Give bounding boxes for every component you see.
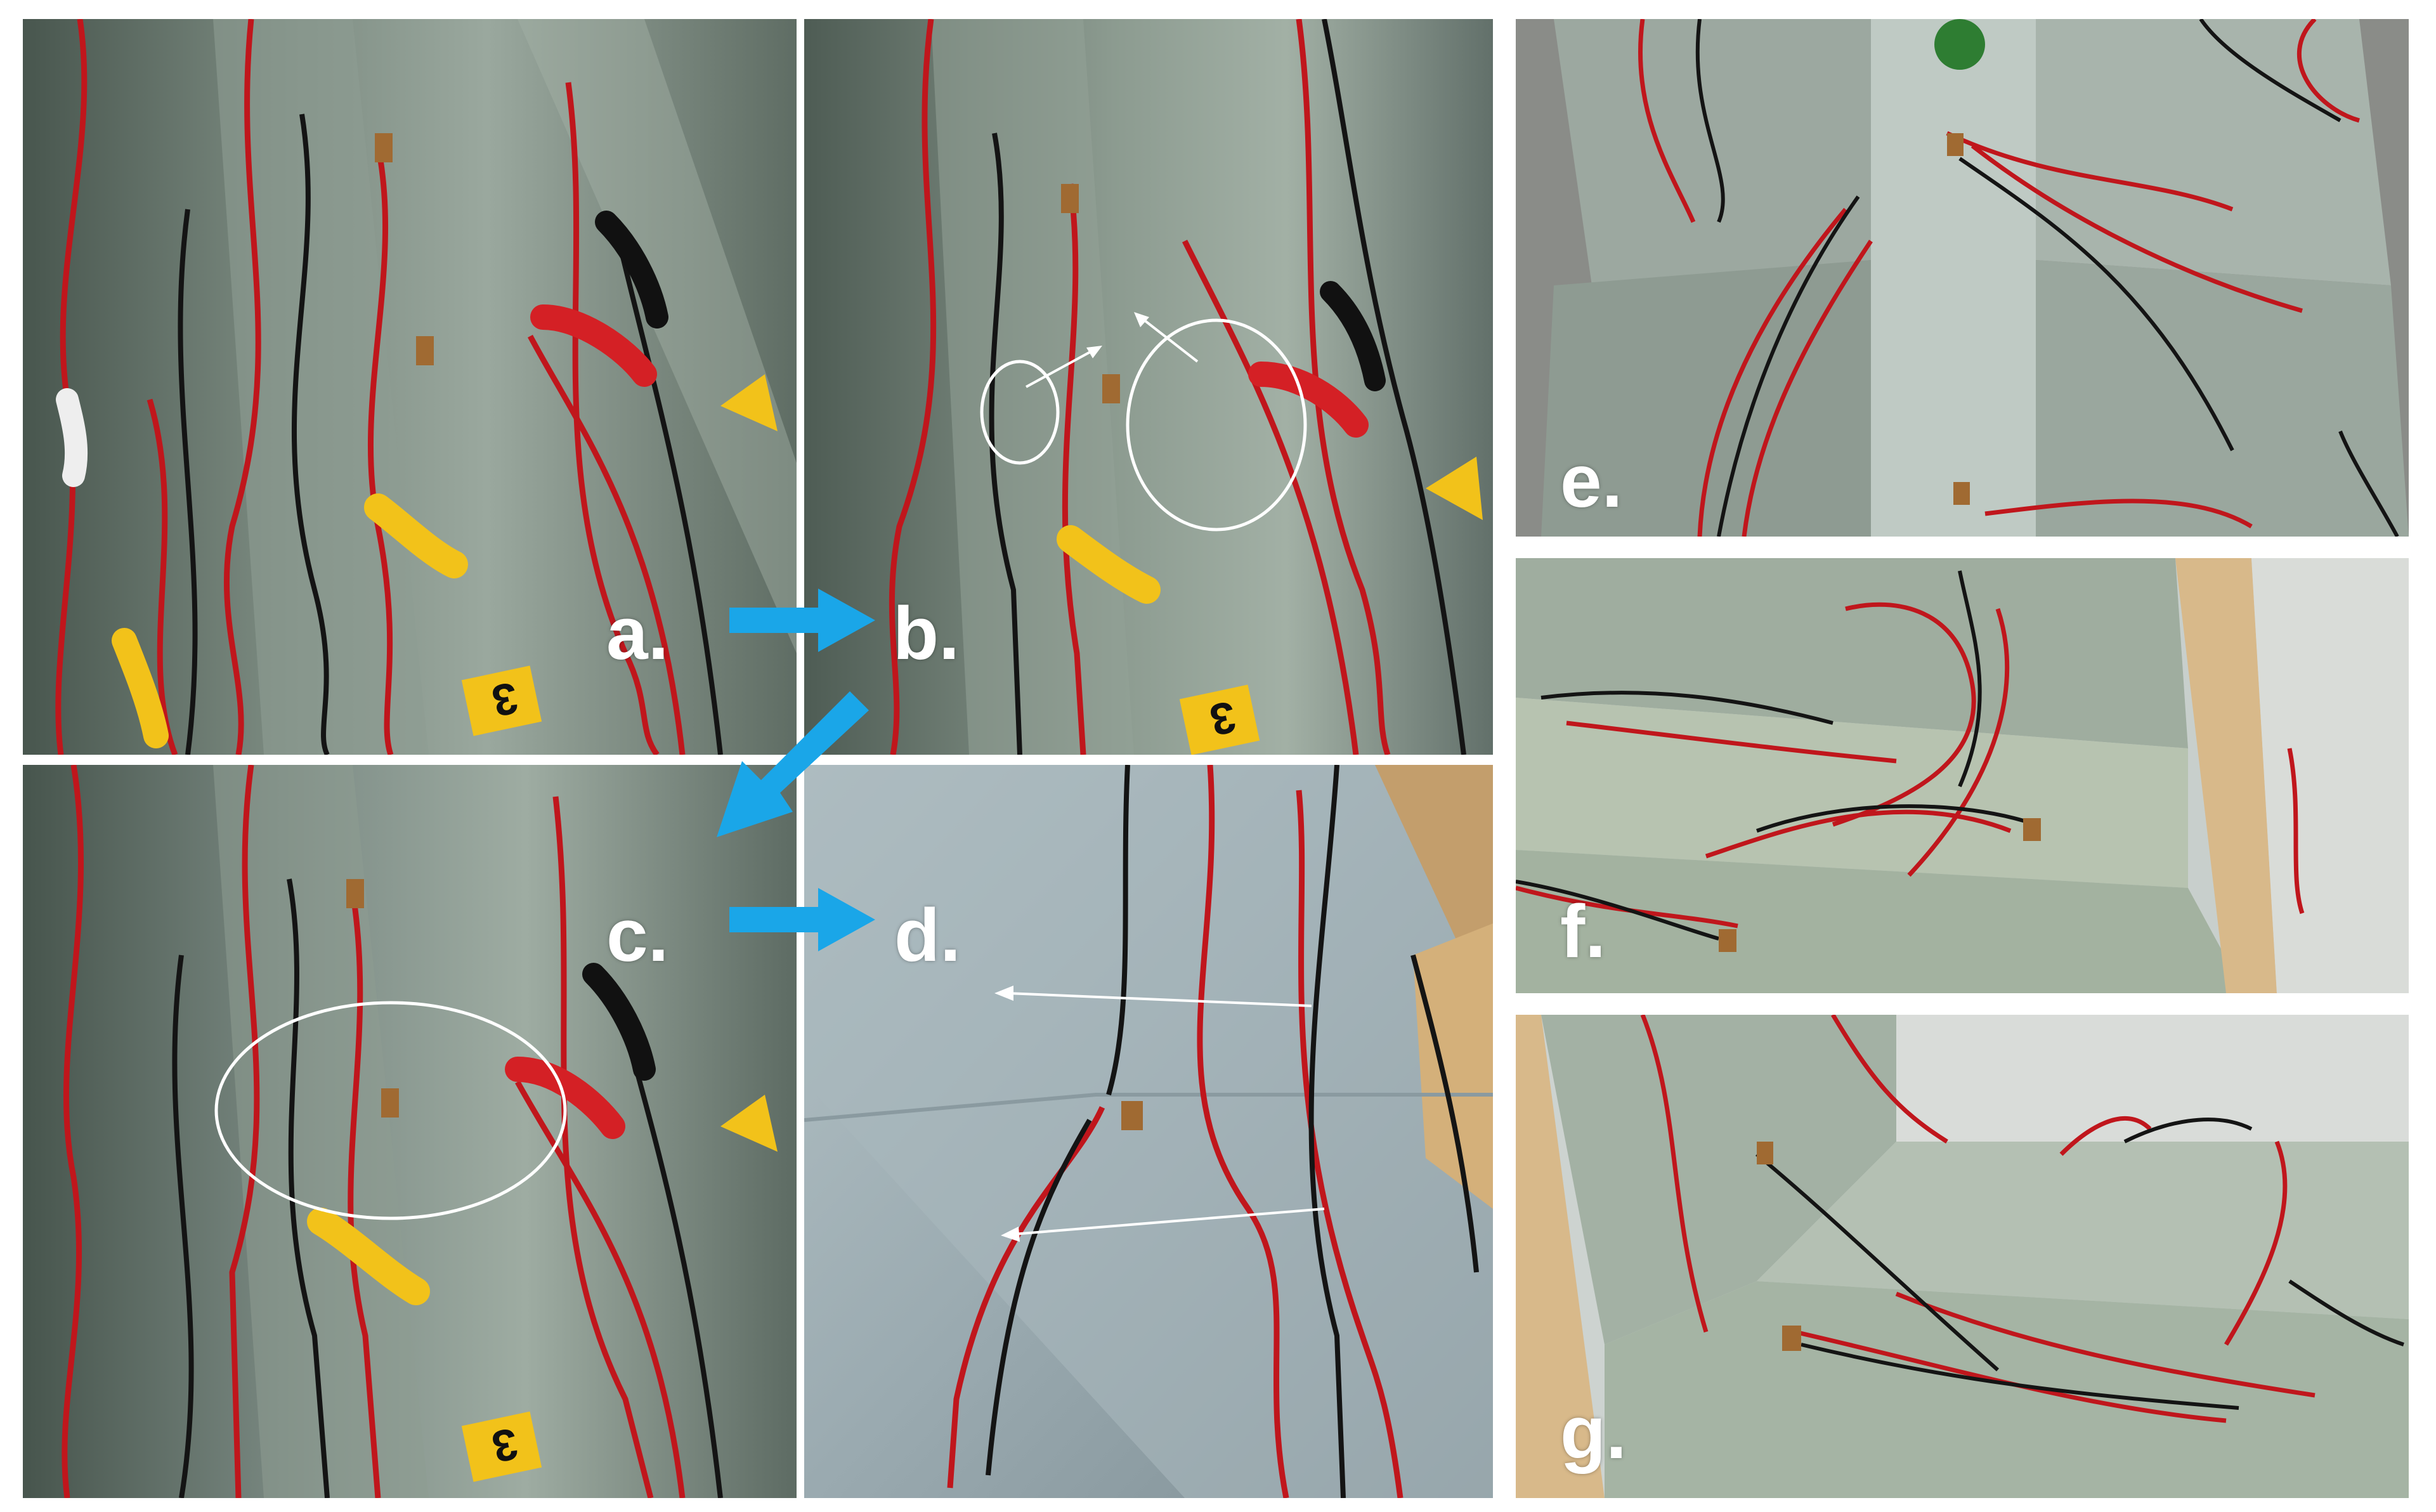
panel-c-photo: 3 [23, 765, 797, 1498]
panel-label-b: b. [893, 592, 960, 675]
panel-a-photo: 3 [23, 19, 797, 755]
panel-label-f: f. [1560, 890, 1606, 974]
photo-panel-b: 3 b. [804, 19, 1493, 755]
damage-circle-large [1126, 318, 1307, 531]
damage-circle-small [980, 360, 1060, 465]
panel-e-photo [1516, 19, 2409, 537]
photo-panel-a: 3 a. [23, 19, 797, 755]
damage-circle-c [214, 1001, 567, 1220]
photo-panel-d: d. [804, 765, 1493, 1498]
panel-label-c: c. [606, 894, 669, 977]
photo-panel-f: f. [1516, 558, 2409, 993]
panel-label-g: g. [1560, 1391, 1627, 1475]
right-arrow-icon [729, 888, 875, 951]
down-left-arrow-icon [717, 691, 869, 837]
panel-b-photo: 3 [804, 19, 1493, 755]
panel-label-d: d. [894, 894, 961, 977]
panel-label-a: a. [606, 592, 669, 675]
photo-panel-g: g. [1516, 1015, 2409, 1498]
panel-d-photo [804, 765, 1493, 1498]
panel-g-photo [1516, 1015, 2409, 1498]
panel-f-photo [1516, 558, 2409, 993]
right-arrow-icon [729, 589, 875, 652]
photo-panel-c: 3 c. [23, 765, 797, 1498]
photo-panel-e: e. [1516, 19, 2409, 537]
panel-label-e: e. [1560, 440, 1623, 523]
